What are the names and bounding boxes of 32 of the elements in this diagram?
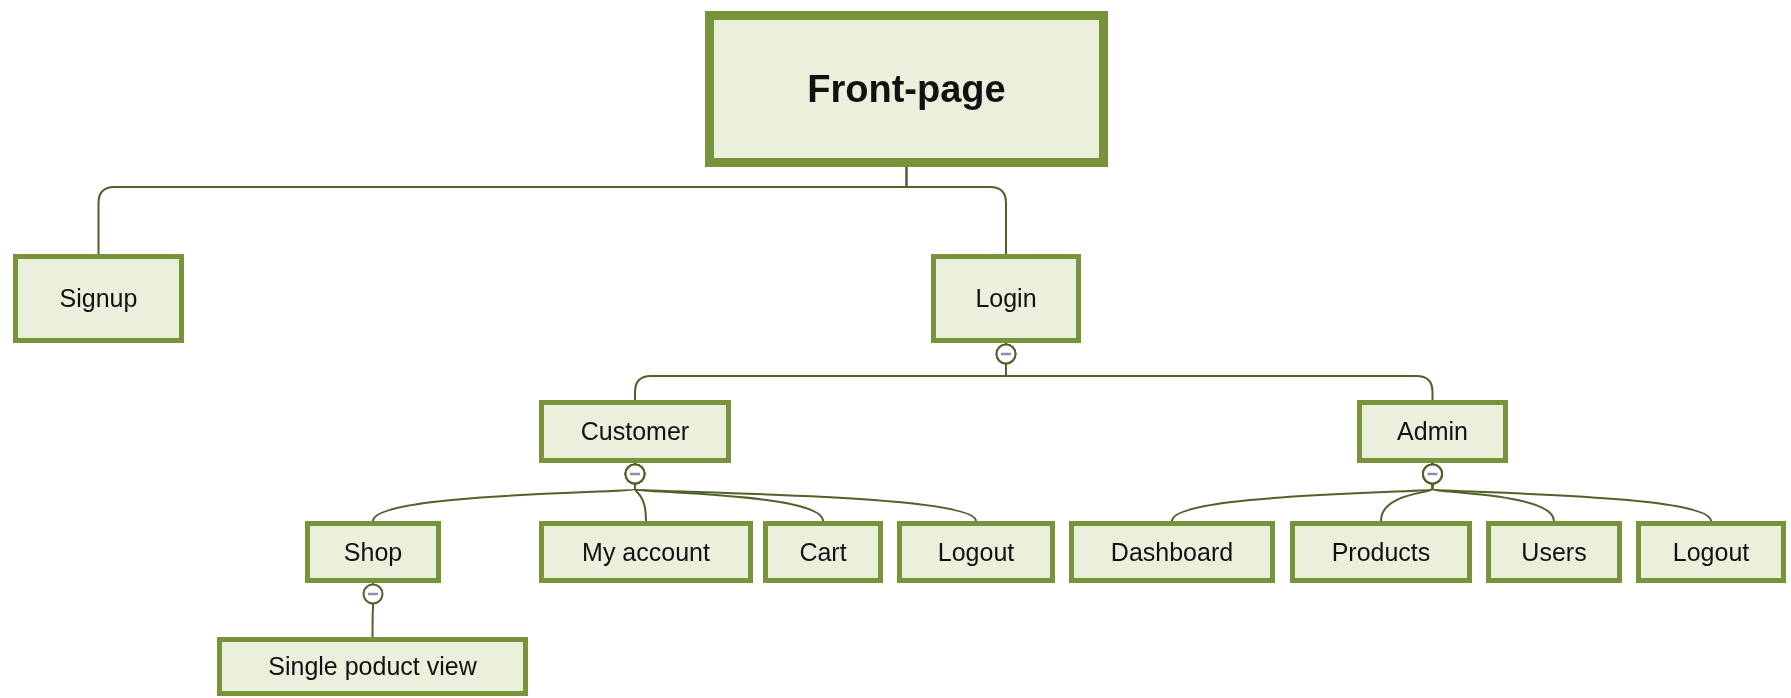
page-box: [539, 400, 731, 463]
page-label: Shop: [343, 537, 403, 567]
page-label: Cart: [799, 537, 847, 567]
page-box: [13, 254, 184, 343]
page-label: Products: [1331, 537, 1431, 567]
page-label: My account: [582, 537, 710, 567]
page-label: Front-page: [807, 67, 1006, 111]
page-label: Signup: [59, 284, 138, 313]
page-label: Admin: [1397, 417, 1468, 446]
page-box: [217, 637, 528, 696]
connector-line: [1421, 462, 1712, 522]
page-box: [897, 521, 1055, 583]
page-box: [705, 11, 1108, 167]
page-box: [1357, 400, 1508, 463]
connector-line: [905, 166, 1007, 255]
page-box: [1486, 521, 1622, 583]
page-label: Customer: [580, 417, 690, 446]
page-label: Logout: [937, 537, 1015, 567]
page-box: [539, 521, 753, 583]
page-box: [1636, 521, 1786, 583]
page-label: Single poduct view: [268, 652, 477, 681]
page-label: Logout: [1672, 537, 1750, 567]
connector-line: [624, 462, 977, 522]
page-box: [931, 254, 1081, 343]
page-label: Dashboard: [1110, 537, 1234, 567]
page-label: Users: [1521, 537, 1587, 567]
page-box: [1290, 521, 1472, 583]
page-box: [305, 521, 441, 583]
page-label: Login: [975, 284, 1037, 313]
page-box: [1069, 521, 1275, 583]
connector-line: [362, 582, 384, 638]
page-box: [763, 521, 883, 583]
